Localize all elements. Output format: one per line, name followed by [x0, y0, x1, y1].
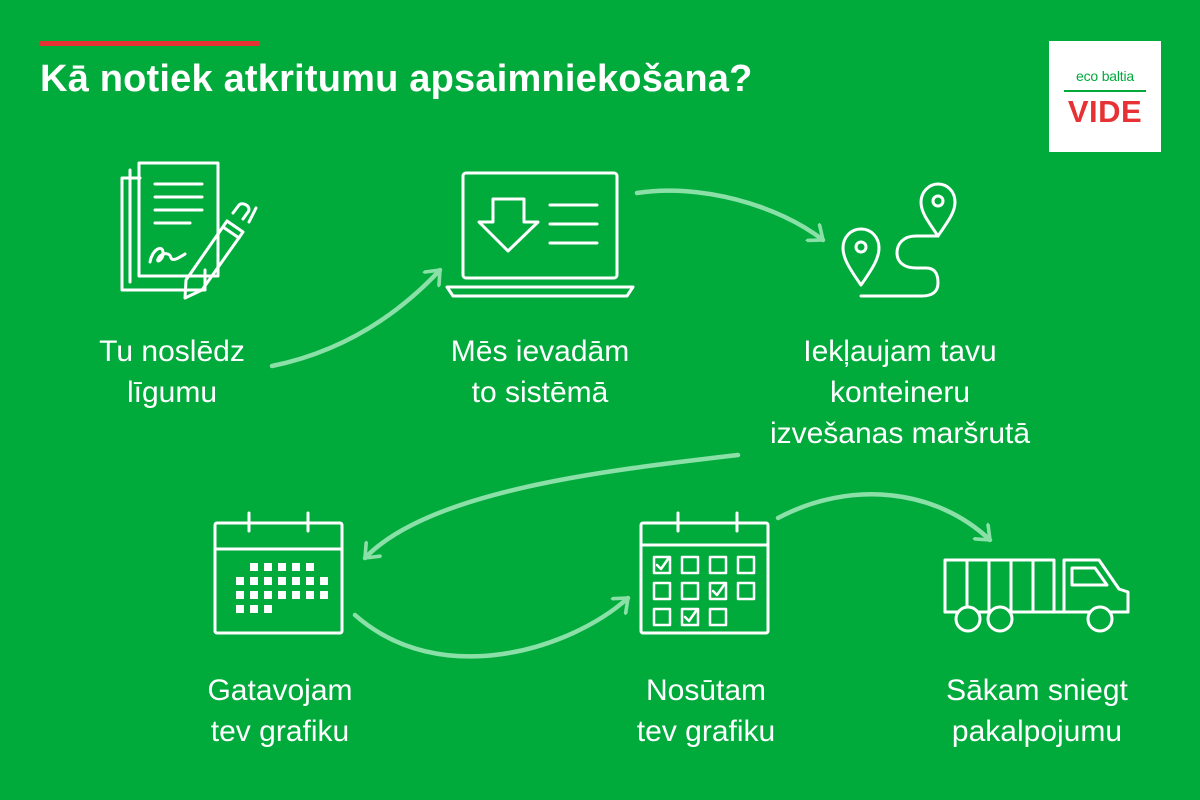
logo: eco baltia VIDE — [1049, 41, 1161, 152]
arrow-system-to-route — [634, 188, 826, 243]
title-accent-bar — [40, 41, 259, 46]
calendar-icon — [213, 511, 344, 635]
page-title: Kā notiek atkritumu apsaimniekošana? — [40, 58, 753, 100]
step-label-service: Sākam sniegt pakalpojumu — [946, 674, 1128, 748]
arrow-contract-to-system — [269, 267, 443, 369]
arrow-schedule-to-send — [352, 595, 631, 659]
laptop-download-icon — [445, 171, 635, 298]
calendar-checked-icon — [639, 511, 770, 635]
logo-top-text: eco baltia — [1076, 68, 1134, 84]
arrow-route-to-schedule — [362, 452, 741, 561]
contract-signing-icon — [120, 161, 258, 300]
step-label-system: Mēs ievadām to sistēmā — [450, 335, 630, 409]
step-label-route: Iekļaujam tavu konteineru izvešanas marš… — [769, 335, 1031, 450]
step-label-contract: Tu noslēdz līgumu — [99, 335, 245, 409]
step-label-send-schedule: Nosūtam tev grafiku — [636, 674, 776, 748]
arrow-send-to-service — [775, 492, 993, 543]
logo-divider — [1064, 90, 1146, 92]
truck-icon — [943, 558, 1130, 633]
route-pins-icon — [841, 182, 957, 298]
logo-main-text: VIDE — [1067, 94, 1143, 129]
step-label-prepare-schedule: Gatavojam tev grafiku — [207, 674, 353, 748]
